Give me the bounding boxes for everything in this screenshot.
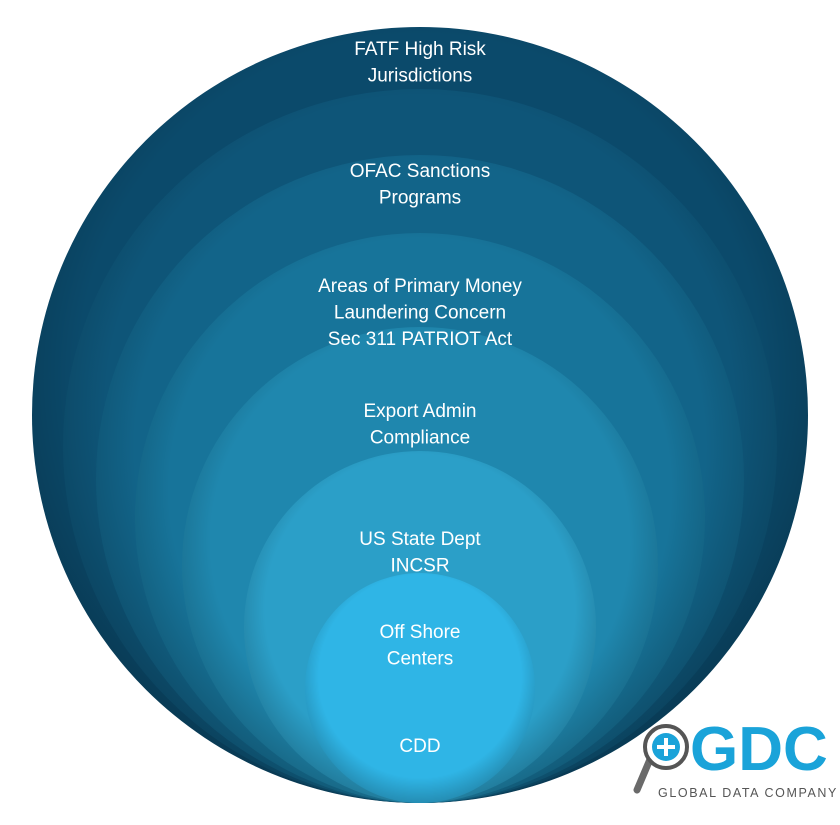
circle-ring-shade-7 bbox=[305, 573, 535, 803]
circle-label-line: CDD bbox=[399, 736, 440, 757]
circle-label-line: Sec 311 PATRIOT Act bbox=[328, 329, 513, 350]
logo-wordmark: GDC bbox=[690, 715, 828, 784]
magnifier-plus-icon bbox=[633, 724, 689, 794]
gdc-logo: GDC GLOBAL DATA COMPANY bbox=[633, 715, 838, 800]
circle-label-7: CDD bbox=[399, 736, 440, 757]
circle-label-line: Centers bbox=[387, 649, 454, 670]
circle-label-line: OFAC Sanctions bbox=[350, 161, 490, 182]
circle-label-line: Jurisdictions bbox=[368, 66, 473, 87]
circle-label-line: Export Admin bbox=[364, 401, 477, 422]
logo-tagline: GLOBAL DATA COMPANY bbox=[658, 786, 838, 800]
circle-label-line: Laundering Concern bbox=[334, 303, 506, 324]
circle-rings bbox=[32, 27, 808, 803]
circle-label-line: FATF High Risk bbox=[354, 39, 486, 60]
circle-label-line: INCSR bbox=[390, 556, 449, 577]
circle-label-line: Areas of Primary Money bbox=[318, 276, 522, 297]
circle-label-line: Off Shore bbox=[380, 622, 461, 643]
circle-label-line: Compliance bbox=[370, 428, 470, 449]
circle-label-line: US State Dept bbox=[359, 529, 481, 550]
circle-label-line: Programs bbox=[379, 188, 461, 209]
